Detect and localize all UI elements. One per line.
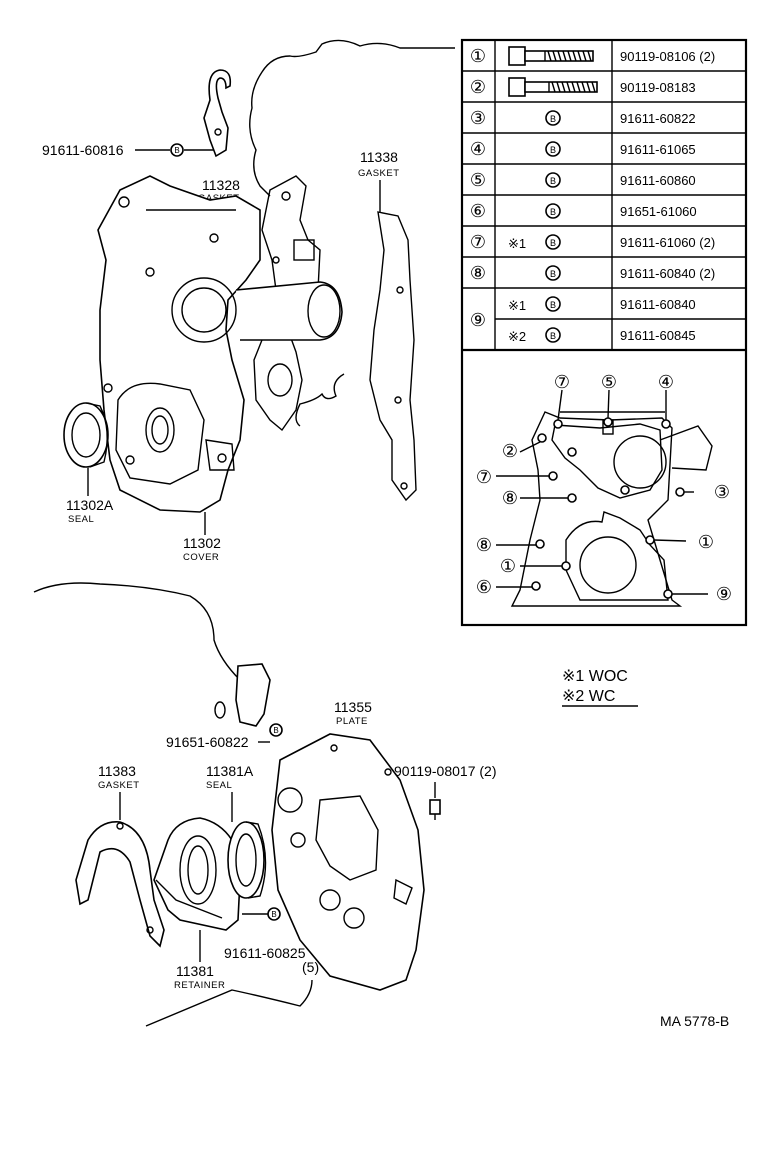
callout-11355-number: 11355 (334, 699, 372, 715)
gasket-11338-part (369, 211, 417, 502)
table-row-index: ⑧ (470, 263, 486, 283)
table-part-number: 91651-61060 (620, 204, 697, 219)
svg-text:B: B (550, 145, 556, 155)
gasket-11383-part (75, 821, 165, 948)
diagram-code: MA 5778-B (660, 1013, 729, 1029)
callout-11302-number: 11302 (183, 535, 221, 551)
table-part-number: 91611-61065 (620, 142, 696, 157)
svg-text:B: B (550, 238, 556, 248)
table-part-number: 91611-60822 (620, 111, 696, 126)
callout-11338-number: 11338 (360, 149, 398, 165)
location-label: ⑦ (476, 467, 492, 487)
bolt-head-icon: B (545, 141, 561, 157)
table-row-index: ② (470, 77, 486, 97)
svg-text:B: B (550, 269, 556, 279)
callout-91651-60822: 91651-60822 (166, 734, 249, 750)
table-part-number: 91611-60860 (620, 173, 696, 188)
legend-note-2: ※2 WC (562, 688, 615, 705)
hook-bracket-part (203, 69, 232, 158)
seal-11302a-part (63, 402, 109, 468)
location-label: ⑤ (601, 372, 617, 392)
location-label: ② (502, 441, 518, 461)
callout-11302a-caption: SEAL (68, 514, 94, 525)
table-part-number: 90119-08183 (620, 80, 696, 95)
svg-text:B: B (550, 331, 556, 341)
table-part-number: 91611-60840 (2) (620, 266, 715, 281)
callout-91611-60816: 91611-60816 (42, 142, 124, 158)
table-row-index: ⑥ (470, 201, 486, 221)
bolt-head-icon: B (545, 265, 561, 281)
table-row-index: ④ (470, 139, 486, 159)
svg-text:B: B (550, 300, 556, 310)
table-part-numbers: 90119-08106 (2) 90119-08183 91611-60822 … (620, 49, 715, 343)
location-label: ④ (658, 372, 674, 392)
table-part-number: 91611-60845 (620, 328, 696, 343)
bolt-head-icon: B (545, 234, 561, 250)
callout-11381a-number: 11381A (206, 763, 254, 779)
bolt-head-icon: B (545, 327, 561, 343)
callout-90119-08017: 90119-08017 (2) (394, 763, 496, 779)
location-label: ⑦ (554, 372, 570, 392)
location-label: ⑨ (716, 584, 732, 604)
svg-text:B: B (174, 146, 179, 155)
table-row-index: ⑦ (470, 232, 486, 252)
bolt-head-icon: B (545, 203, 561, 219)
retainer-11381-part (153, 817, 241, 931)
table-row-index: ① (470, 46, 486, 66)
bolt-head-icon: B (545, 172, 561, 188)
callout-11355-caption: PLATE (336, 716, 368, 727)
callout-11328-number: 11328 (202, 177, 240, 193)
callout-11381a-caption: SEAL (206, 780, 232, 791)
bracket-part (214, 663, 271, 727)
long-bolt-icon (508, 46, 594, 66)
plate-11355-part (271, 733, 425, 991)
callout-11383-caption: GASKET (98, 780, 140, 791)
table-note: ※2 (508, 329, 526, 344)
table-note: ※1 (508, 298, 526, 313)
svg-text:B: B (273, 726, 278, 735)
callout-11338-caption: GASKET (358, 168, 400, 179)
location-label: ① (698, 532, 714, 552)
callout-91611-60825: 91611-60825 (224, 945, 306, 961)
bolt-head-icon: B (545, 296, 561, 312)
table-note: ※1 (508, 236, 526, 251)
small-bolt-part (429, 799, 441, 820)
seal-11381a-part (227, 821, 267, 899)
table-row-index: ⑤ (470, 170, 486, 190)
bolt-head-icon (170, 143, 184, 157)
callout-91611-60825-qty: (5) (302, 959, 319, 975)
bolt-head-icon (269, 723, 283, 737)
svg-text:B: B (550, 176, 556, 186)
location-label: ⑧ (502, 488, 518, 508)
legend-note-1: ※1 WOC (562, 668, 628, 685)
bolt-location-map: ⑦ ⑤ ④ ② ⑦ ⑧ ③ ⑧ ① ① ⑥ ⑨ (476, 372, 732, 607)
location-label: ③ (714, 482, 730, 502)
svg-text:B: B (550, 207, 556, 217)
table-row-index: ⑨ (470, 310, 486, 330)
callout-11381-number: 11381 (176, 963, 214, 979)
bolt-table (460, 38, 748, 627)
location-label: ① (500, 556, 516, 576)
table-part-number: 91611-61060 (2) (620, 235, 715, 250)
callout-11381-caption: RETAINER (174, 980, 225, 991)
bolt-head-icon: B (545, 110, 561, 126)
bolt-head-icons: B B B B B B B B (545, 110, 561, 343)
timing-cover-11302-part (97, 175, 343, 513)
location-label: ⑥ (476, 577, 492, 597)
table-row-index: ③ (470, 108, 486, 128)
legend-notes: ※1 WOC ※2 WC (562, 668, 638, 707)
table-part-number: 91611-60840 (620, 297, 696, 312)
svg-text:B: B (271, 910, 276, 919)
callout-11302-caption: COVER (183, 552, 219, 563)
svg-text:B: B (550, 114, 556, 124)
location-label: ⑧ (476, 535, 492, 555)
table-part-number: 90119-08106 (2) (620, 49, 715, 64)
long-bolt-icon (508, 77, 598, 97)
callout-11302a-number: 11302A (66, 497, 114, 513)
callout-11383-number: 11383 (98, 763, 136, 779)
table-index-column: ① ② ③ ④ ⑤ ⑥ ⑦ ⑧ ⑨ (470, 46, 486, 330)
